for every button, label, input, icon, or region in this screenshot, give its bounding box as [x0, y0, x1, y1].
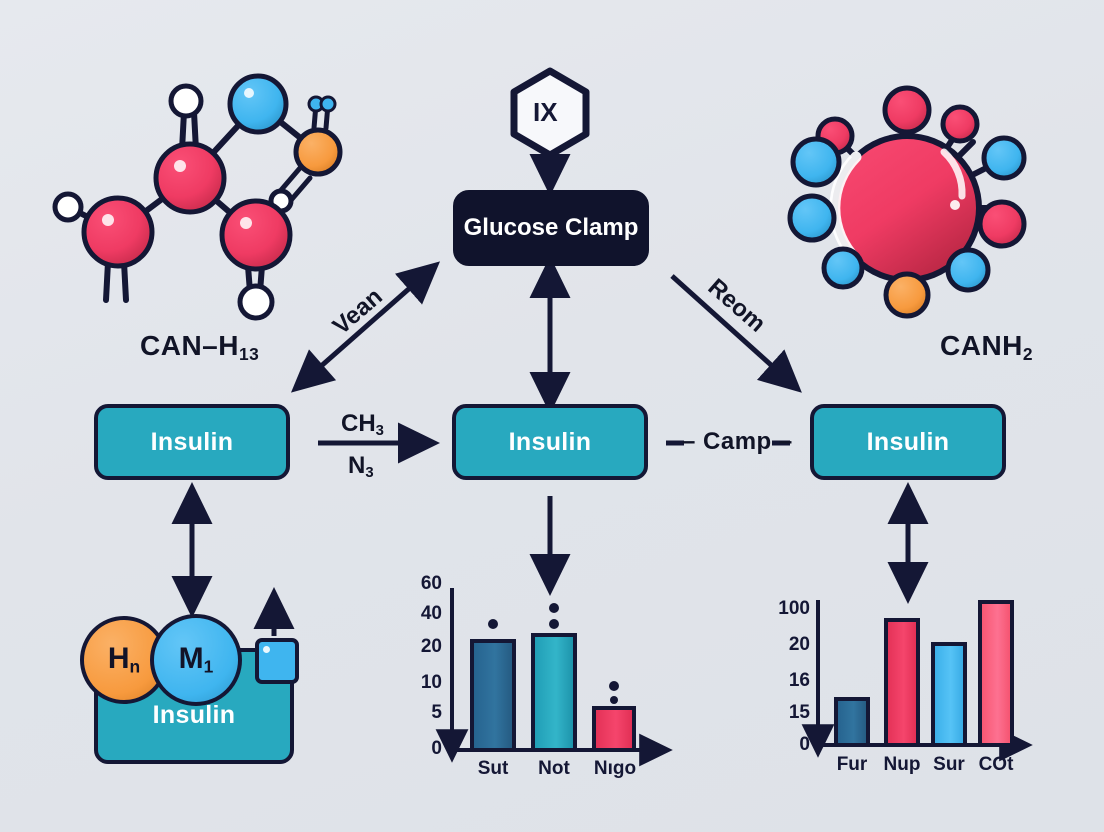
right-xtick-1: Nup — [883, 754, 921, 775]
right-molecule-label: CANH2 — [940, 330, 1034, 364]
circle-m1-label: M1 — [178, 642, 214, 677]
reaction-label-bottom: N3 — [348, 452, 374, 482]
center-ytick-1: 5 — [431, 702, 442, 723]
insulin-node-center[interactable]: Insulin — [452, 404, 648, 480]
up-arrow-icon — [253, 587, 295, 636]
right-xtick-0: Fur — [836, 754, 868, 775]
circle-node-m1[interactable]: M1 — [150, 614, 242, 706]
right-ytick-0: 0 — [799, 734, 810, 755]
insulin-right-label: Insulin — [866, 427, 950, 456]
center-ytick-4: 40 — [420, 603, 442, 624]
center-bar-chart-graphic — [435, 588, 673, 767]
right-ytick-2: 16 — [788, 670, 810, 691]
center-xtick-1: Not — [538, 758, 570, 779]
hexagon-label: IX — [533, 97, 558, 127]
glucose-clamp-label: Glucose Clamp — [463, 214, 639, 241]
circle-hn-label: Hn — [107, 642, 141, 677]
connector-arrows — [171, 154, 929, 619]
reaction-label-top: CH3 — [341, 410, 384, 440]
insulin-left-label: Insulin — [150, 427, 234, 456]
square-highlight — [263, 646, 270, 653]
center-xtick-2: Nıgo — [593, 758, 637, 779]
insulin-node-left[interactable]: Insulin — [94, 404, 290, 480]
right-xtick-3: COt — [978, 754, 1014, 775]
arrow-reom — [670, 274, 802, 393]
glucose-clamp-node[interactable]: Glucose Clamp — [453, 190, 649, 266]
center-ytick-5: 60 — [420, 573, 442, 594]
right-ytick-4: 100 — [778, 598, 810, 619]
center-ytick-0: 0 — [431, 738, 442, 759]
left-molecule-graphic — [52, 73, 343, 321]
insulin-node-right[interactable]: Insulin — [810, 404, 1006, 480]
center-ytick-3: 20 — [420, 636, 442, 657]
blue-square-node[interactable] — [255, 638, 299, 684]
center-xtick-0: Sut — [477, 758, 509, 779]
center-ytick-2: 10 — [420, 672, 442, 693]
insulin-center-label: Insulin — [508, 427, 592, 456]
right-xtick-2: Sur — [933, 754, 965, 775]
right-molecule-graphic — [787, 85, 1027, 319]
right-ytick-3: 20 — [788, 634, 810, 655]
left-molecule-label: CAN–H13 — [140, 330, 260, 364]
edge-label-camp: – Camp – — [682, 428, 793, 455]
right-ytick-1: 15 — [788, 702, 810, 723]
arrow-vean — [290, 261, 441, 393]
right-bar-chart-graphic — [801, 600, 1033, 762]
